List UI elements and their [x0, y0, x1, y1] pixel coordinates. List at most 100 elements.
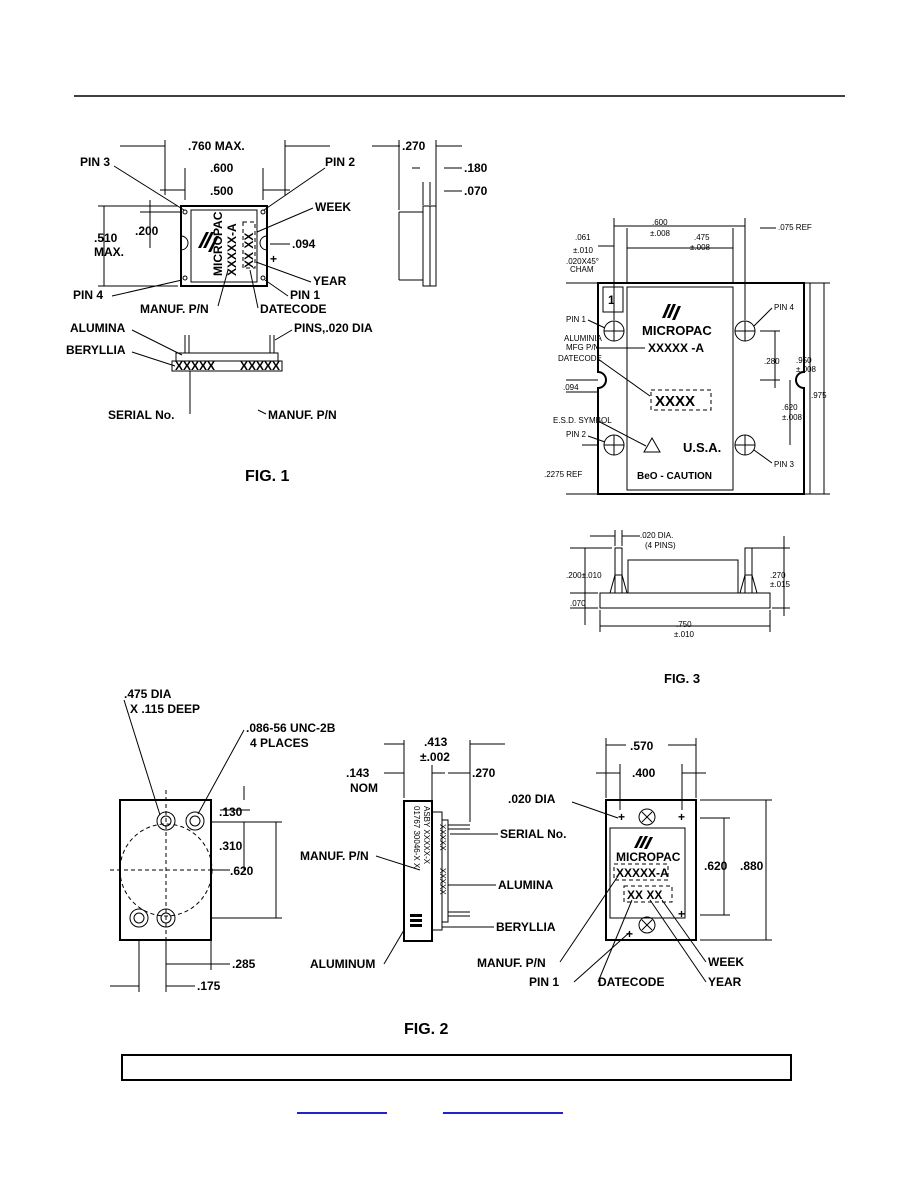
fig2-serial: SERIAL No.	[500, 827, 566, 841]
fig3-dim-2275: .2275 REF	[544, 470, 582, 479]
svg-text:+: +	[626, 927, 633, 941]
fig1-dim-max: MAX.	[94, 245, 124, 259]
fig2-dim-413: .413	[424, 735, 448, 749]
fig1-dim-510: .510	[94, 231, 118, 245]
fig3-part: XXXXX -A	[648, 341, 704, 355]
fig3-dim-620: .620	[782, 403, 798, 412]
fig1-serial: SERIAL No.	[108, 408, 174, 422]
fig3-dim-975: .975	[811, 391, 827, 400]
fig3-dim-600: .600	[652, 218, 668, 227]
fig2-side1: 01767 30046-X X	[412, 806, 421, 869]
fig3-dim-061: .061	[575, 233, 591, 242]
fig2-dim-620: .620	[230, 864, 254, 878]
fig3-dim-750: .750	[676, 620, 692, 629]
svg-text:+: +	[618, 810, 625, 824]
fig1-year: YEAR	[313, 274, 347, 288]
fig1-caption: FIG. 1	[245, 468, 290, 485]
fig1-dim-270: .270	[402, 139, 426, 153]
fig1-dim-200: .200	[135, 224, 159, 238]
fig3-dim-280: .280	[764, 357, 780, 366]
fig3-brand: MICROPAC	[642, 323, 712, 338]
fig3-pin-marks	[603, 320, 756, 456]
fig3-caution: BeO - CAUTION	[637, 471, 712, 482]
fig2-dim-880: .880	[740, 859, 764, 873]
fig1-date: XX XX	[242, 233, 256, 268]
fig1-dim-overall: .760 MAX.	[188, 139, 245, 153]
fig2-beryllia: BERYLLIA	[496, 920, 556, 934]
fig1-side-left: XXXXX	[175, 359, 215, 373]
fig3-cham2: CHAM	[570, 265, 594, 274]
fig1-beryllia: BERYLLIA	[66, 343, 126, 357]
fig1-dim-500: .500	[210, 184, 234, 198]
fig3-dim-070: .070	[570, 599, 586, 608]
esd-triangle-icon	[643, 436, 661, 453]
fig1-manuf-pn: MANUF. P/N	[140, 302, 209, 316]
fig1-dim-180: .180	[464, 161, 488, 175]
footer-link-right[interactable]	[443, 1112, 563, 1114]
fig3-usa: U.S.A.	[683, 440, 721, 455]
fig1-pin2: PIN 2	[325, 155, 355, 169]
fig2-side-logo-icon	[410, 914, 422, 927]
fig3-alumina: ALUMINIA	[564, 334, 602, 343]
fig2-dim-nom: NOM	[350, 781, 378, 795]
fig2-dim-130: .130	[219, 805, 243, 819]
svg-text:+: +	[270, 252, 277, 266]
fig3-tol-620: ±.008	[782, 413, 803, 422]
fig3-mfg: MFG P/N	[566, 343, 600, 352]
fig1-week: WEEK	[315, 200, 351, 214]
fig2-d020: .020 DIA	[508, 792, 556, 806]
fig2-caption: FIG. 2	[404, 1021, 449, 1038]
fig2-dim-143: .143	[346, 766, 370, 780]
fig3-date: XXXX	[655, 393, 695, 410]
fig3-dim-270: .270	[770, 571, 786, 580]
fig3-caption: FIG. 3	[664, 671, 700, 686]
svg-text:XXXXX: XXXXX	[438, 824, 447, 851]
fig3-dim-075: .075 REF	[778, 223, 812, 232]
fig2-datecode: DATECODE	[598, 975, 664, 989]
fig3-dim-475: .475	[694, 233, 710, 242]
fig3-logo-icon	[662, 304, 681, 320]
fig1-top-view: MICROPAC XXXXX-A XX XX + .760 MAX. .600 …	[73, 139, 355, 316]
fig2-pin-marks: + + + +	[618, 808, 685, 941]
fig2-dim-unc: .086-56 UNC-2B	[246, 721, 336, 735]
fig2-dim-570: .570	[630, 739, 654, 753]
fig3-tol-950: ±.008	[796, 365, 817, 374]
fig1-end-view: XXXXX XXXXX ALUMINA BERYLLIA PINS,.020 D…	[66, 321, 373, 422]
fig1-dim-070: .070	[464, 184, 488, 198]
fig3-tol-750: ±.010	[674, 630, 695, 639]
fig2-side-view: 01767 30046-X X ASBY XXXXX-X XXXXX XXXXX…	[300, 735, 566, 971]
fig2-year: YEAR	[708, 975, 742, 989]
fig2-part: XXXXX-A	[616, 866, 669, 880]
fig1-dim-094: .094	[292, 237, 316, 251]
fig3-tol-600: ±.008	[650, 229, 671, 238]
fig3-pin3: PIN 3	[774, 460, 795, 469]
fig2-side2: ASBY XXXXX-X	[422, 806, 431, 865]
fig1-dim-600: .600	[210, 161, 234, 175]
fig3-tol-475: ±.008	[690, 243, 711, 252]
fig2-dim-deep: X .115 DEEP	[130, 702, 200, 716]
fig1-pin1: PIN 1	[290, 288, 320, 302]
footer-link-left[interactable]	[297, 1112, 387, 1114]
fig1-brand: MICROPAC	[211, 211, 225, 276]
fig2-dim-620b: .620	[704, 859, 728, 873]
fig2-pin1: PIN 1	[529, 975, 559, 989]
fig2-aluminum: ALUMINUM	[310, 957, 375, 971]
svg-text:+: +	[678, 907, 685, 921]
fig3-pin2: PIN 2	[566, 430, 587, 439]
fig1-pins: PINS,.020 DIA	[294, 321, 373, 335]
fig2-dim-310: .310	[219, 839, 243, 853]
fig3-side-view: .020 DIA. (4 PINS) .200±.010 .070 .270 ±…	[566, 530, 791, 639]
fig1-part: XXXXX-A	[225, 223, 239, 276]
fig3-cham: .020X45°	[566, 257, 599, 266]
fig2-manuf-pn2: MANUF. P/N	[477, 956, 546, 970]
fig2-alumina: ALUMINA	[498, 878, 554, 892]
fig2-dim-400: .400	[632, 766, 656, 780]
fig1-side-right: XXXXX	[240, 359, 280, 373]
fig2-week: WEEK	[708, 955, 744, 969]
fig1-datecode: DATECODE	[260, 302, 326, 316]
svg-text:XXXXX: XXXXX	[438, 868, 447, 895]
fig2-dim-tol002: ±.002	[420, 750, 450, 764]
fig3-pins4: (4 PINS)	[645, 541, 676, 550]
fig3-tol-061: ±.010	[573, 246, 594, 255]
